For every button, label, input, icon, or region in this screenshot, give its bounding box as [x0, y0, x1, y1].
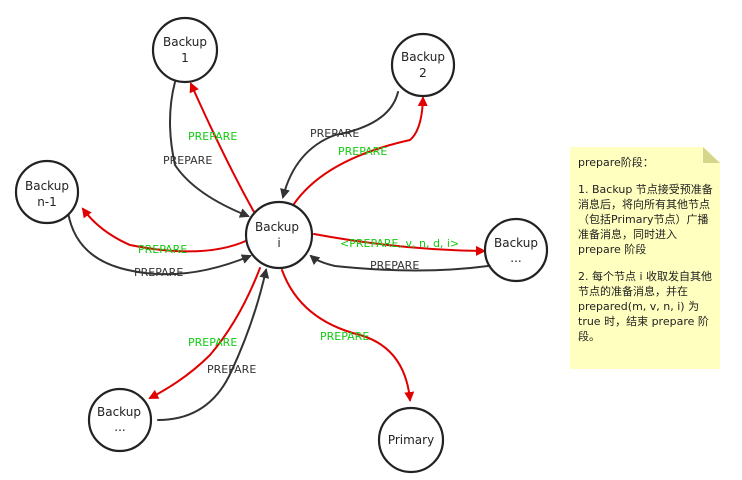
node-backup-2-line2: 2: [419, 66, 427, 80]
node-backup-1-line2: 1: [181, 51, 189, 65]
node-primary: Primary: [377, 406, 445, 474]
node-backup-n-1: Backup n-1: [14, 159, 80, 225]
label-from-backupRight: PREPARE: [370, 259, 419, 272]
label-to-primary: PREPARE: [320, 330, 369, 343]
node-backup-i-line2: i: [277, 236, 280, 250]
edge-center-to-backupn1: [81, 207, 249, 253]
label-from-backupn1: PREPARE: [134, 266, 183, 279]
node-backup-right-line2: ...: [510, 251, 521, 265]
edge-center-to-backup1: [189, 82, 255, 213]
node-backup-bottom: Backup ...: [87, 387, 153, 453]
node-backup-right: Backup ...: [483, 217, 549, 283]
edge-backupn1-to-center: [67, 211, 252, 276]
edge-center-to-backup2: [289, 96, 428, 211]
note-paragraph-1: 1. Backup 节点接受预准备消息后，将向所有其他节点（包括Primary节…: [578, 183, 713, 256]
label-from-backup1: PREPARE: [163, 154, 212, 167]
node-backup-n-1-line2: n-1: [37, 195, 57, 209]
label-to-backupRight: <PREPARE, v, n, d, i>: [340, 237, 459, 250]
node-backup-2: Backup 2: [390, 32, 456, 98]
edge-backupBottom-to-center: [157, 268, 270, 421]
edge-backup1-to-center: [169, 81, 250, 218]
node-backup-1-line1: Backup: [163, 35, 207, 49]
edge-center-to-primary: [281, 269, 415, 402]
node-backup-i-line1: Backup: [255, 220, 299, 234]
label-to-backupBottom: PREPARE: [188, 336, 237, 349]
node-backup-n-1-line1: Backup: [25, 179, 69, 193]
edge-center-to-backupBottom: [148, 267, 261, 399]
sticky-note: prepare阶段： 1. Backup 节点接受预准备消息后，将向所有其他节点…: [570, 147, 720, 369]
node-backup-2-line1: Backup: [401, 50, 445, 64]
node-backup-1: Backup 1: [151, 16, 219, 84]
note-paragraph-2: 2. 每个节点 i 收取发自其他节点的准备消息，并在 prepared(m, v…: [578, 270, 713, 343]
node-primary-label: Primary: [388, 433, 434, 447]
edge-center-to-backupRight: [313, 233, 486, 256]
edge-backup2-to-center: [280, 91, 399, 199]
node-backup-bottom-line2: ...: [114, 420, 125, 434]
label-to-backup1: PREPARE: [188, 130, 237, 143]
label-to-backup2: PREPARE: [338, 145, 387, 158]
node-backup-bottom-line1: Backup: [97, 405, 141, 419]
label-to-backupn1: PREPARE: [138, 243, 187, 256]
label-from-backupBottom: PREPARE: [207, 363, 256, 376]
node-backup-i: Backup i: [244, 200, 314, 270]
edge-backupRight-to-center: [309, 254, 489, 272]
label-from-backup2: PREPARE: [310, 127, 359, 140]
node-backup-right-line1: Backup: [494, 236, 538, 250]
note-title: prepare阶段：: [578, 156, 654, 169]
